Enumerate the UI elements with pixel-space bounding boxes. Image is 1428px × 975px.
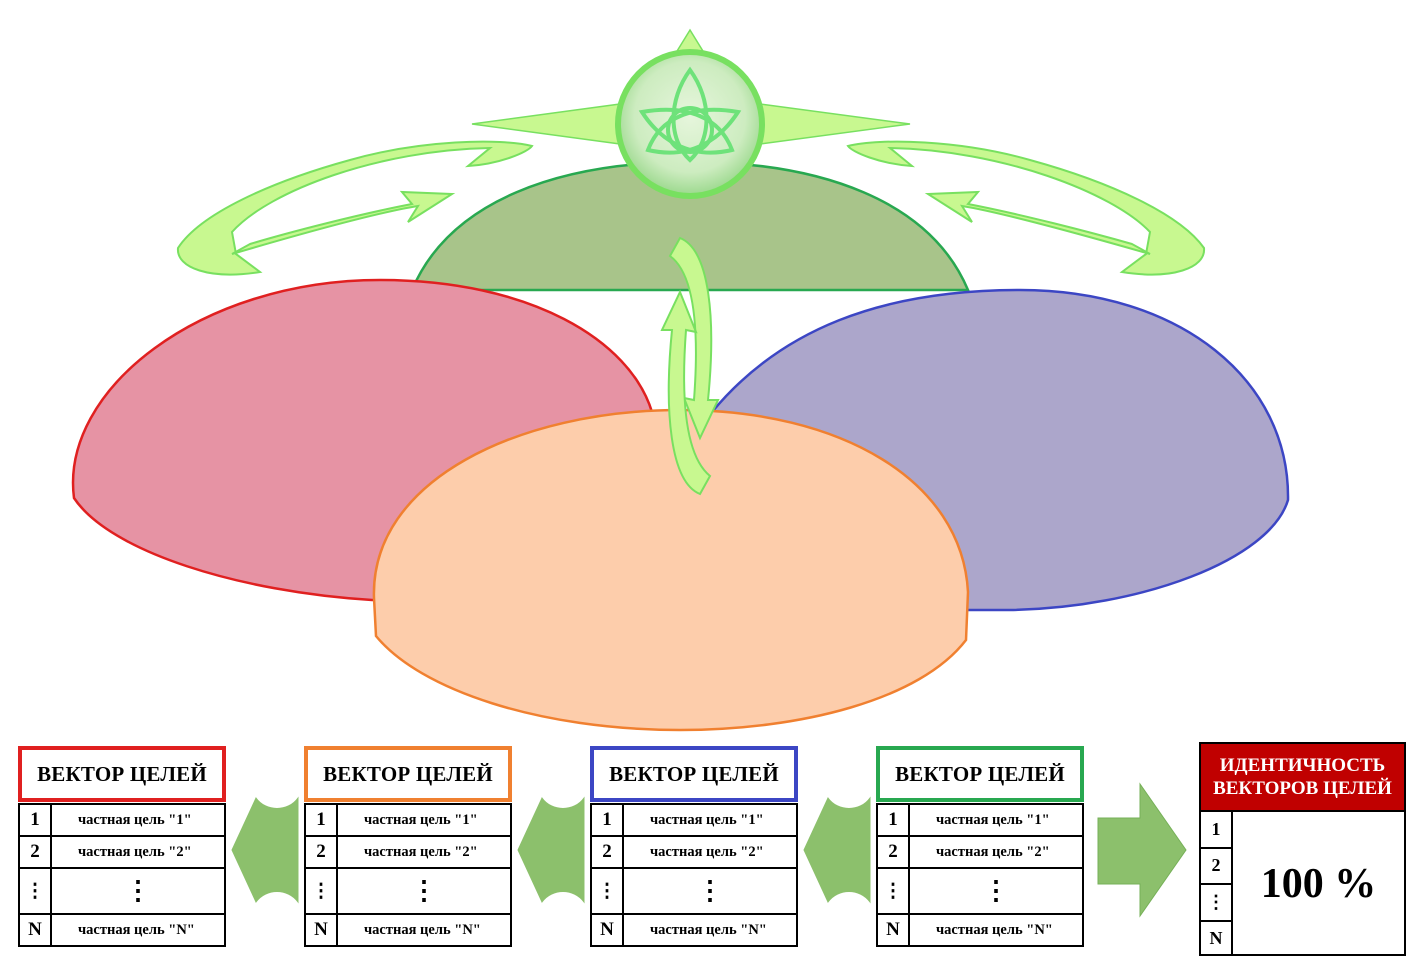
table-row: ⋮⋮ xyxy=(876,867,1084,915)
vector-title: ВЕКТОР ЦЕЛЕЙ xyxy=(590,746,798,802)
table-row: ⋮⋮ xyxy=(590,867,798,915)
right-cycle-arrow-icon xyxy=(846,140,1206,276)
vector-title: ВЕКТОР ЦЕЛЕЙ xyxy=(304,746,512,802)
identity-value: 100 % xyxy=(1260,861,1377,907)
vector-title: ВЕКТОР ЦЕЛЕЙ xyxy=(876,746,1084,802)
right-arrow-icon xyxy=(1097,782,1187,918)
table-row: ⋮⋮ xyxy=(304,867,512,915)
identity-box: ИДЕНТИЧНОСТЬ ВЕКТОРОВ ЦЕЛЕЙ 1 2 ⋮ N 100 … xyxy=(1199,742,1406,956)
table-row: ⋮⋮ xyxy=(18,867,226,915)
emblem-circle xyxy=(615,49,765,199)
orange-dome xyxy=(372,408,970,732)
vertical-cycle-arrow-icon xyxy=(660,236,720,496)
identity-title: ИДЕНТИЧНОСТЬ ВЕКТОРОВ ЦЕЛЕЙ xyxy=(1201,744,1404,812)
identity-index-column: 1 2 ⋮ N xyxy=(1201,812,1233,956)
vector-title: ВЕКТОР ЦЕЛЕЙ xyxy=(18,746,226,802)
double-arrow-icon xyxy=(231,796,871,904)
left-cycle-arrow-icon xyxy=(176,140,534,276)
triquetra-icon xyxy=(638,66,742,163)
